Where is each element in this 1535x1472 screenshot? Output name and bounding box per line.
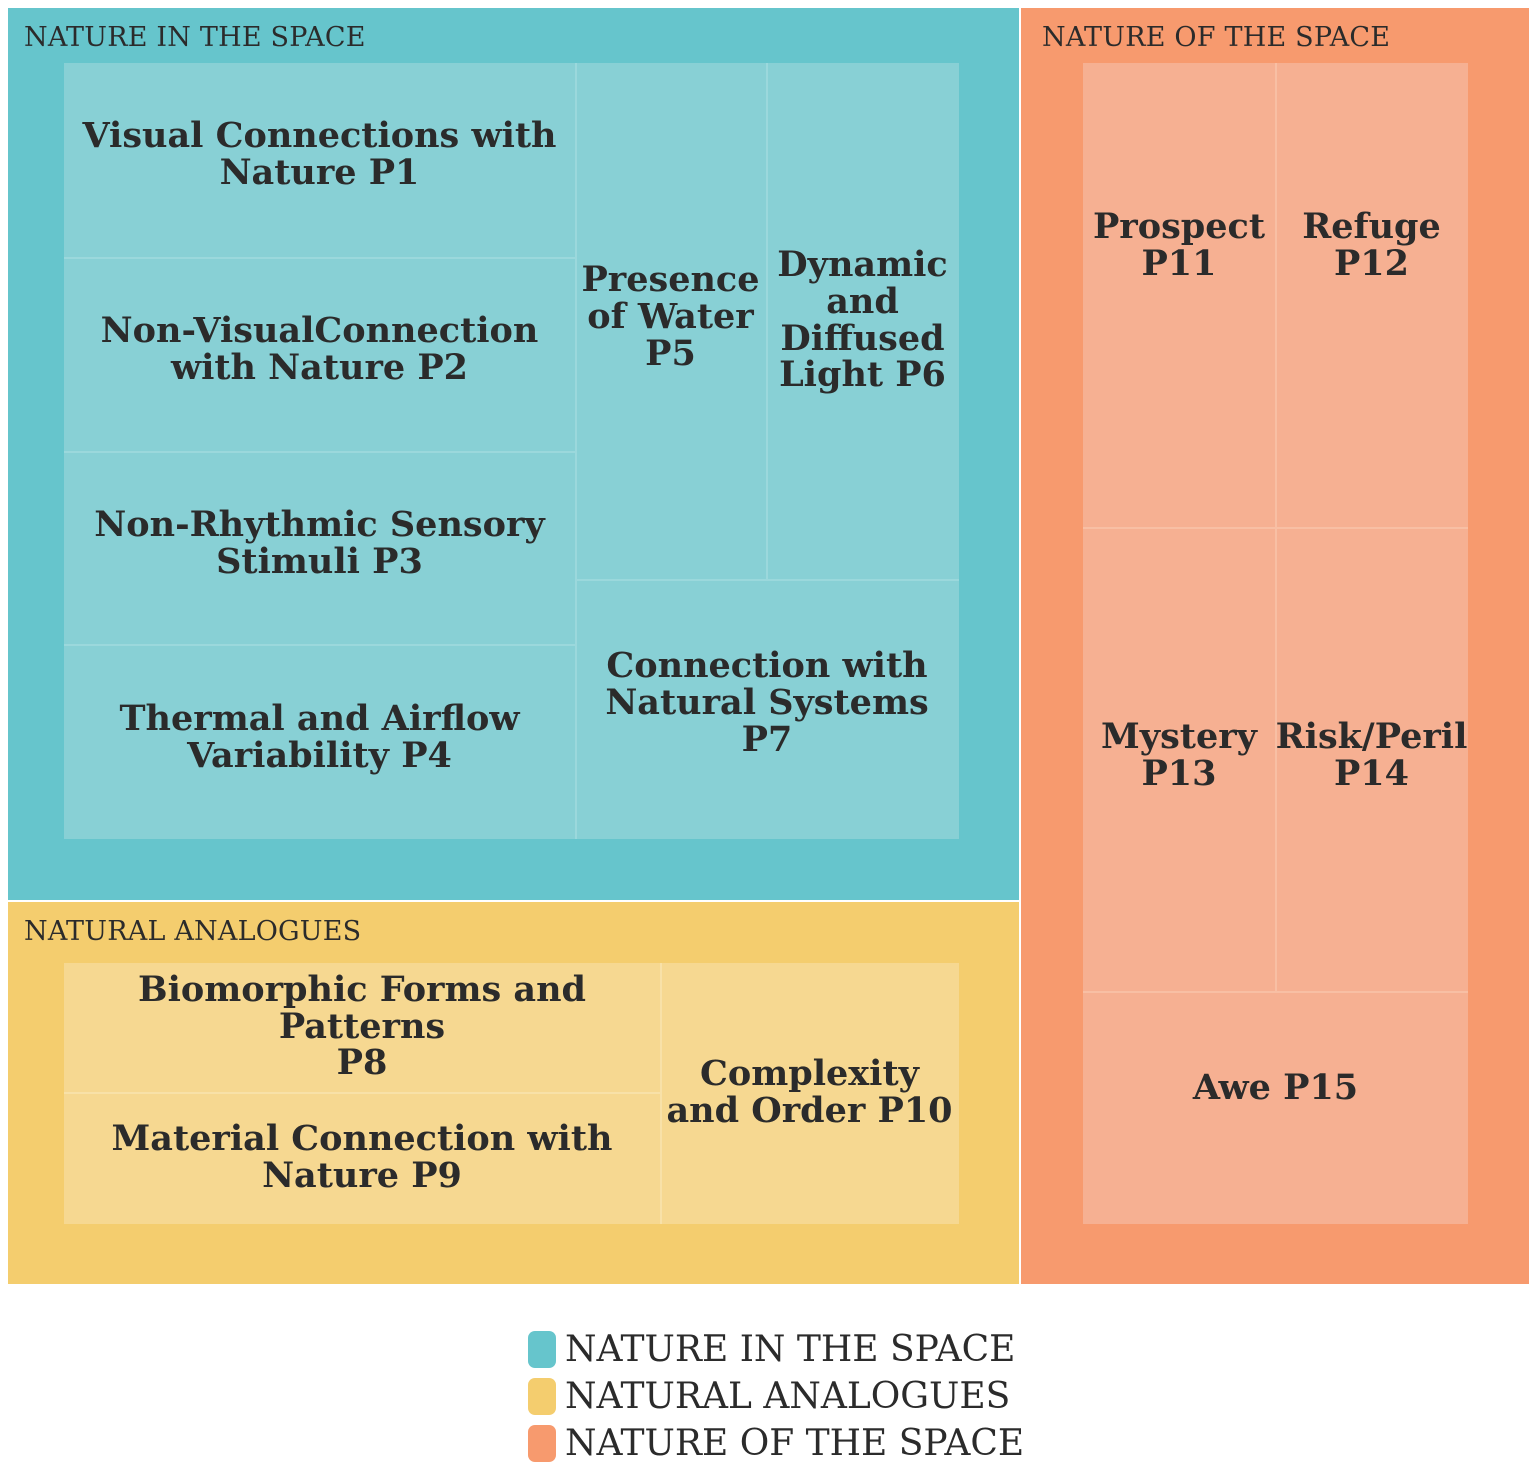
pattern-label-p9: Material Connection with Nature P9 bbox=[111, 1117, 613, 1196]
legend-swatch bbox=[528, 1378, 556, 1415]
pattern-cell-p15: Awe P15 bbox=[1083, 992, 1468, 1224]
pattern-label-p15: Awe P15 bbox=[1192, 1066, 1359, 1108]
pattern-cell-p2: Non-VisualConnection with Nature P2 bbox=[64, 257, 575, 451]
pattern-label-p8: Biomorphic Forms and Patterns P8 bbox=[138, 968, 586, 1084]
cell-divider bbox=[575, 579, 959, 581]
pattern-label-p1: Visual Connections with Nature P1 bbox=[82, 115, 557, 193]
pattern-cell-p9: Material Connection with Nature P9 bbox=[64, 1093, 660, 1224]
pattern-label-p2: Non-VisualConnection with Nature P2 bbox=[100, 310, 539, 388]
cell-divider bbox=[575, 63, 577, 839]
group-label-natural-analogues: NATURAL ANALOGUES bbox=[24, 916, 362, 947]
pattern-label-p5: Presence of Water P5 bbox=[581, 259, 760, 374]
pattern-label-p13: Mystery P13 bbox=[1101, 716, 1257, 794]
legend: NATURE IN THE SPACE NATURAL ANALOGUES NA… bbox=[528, 1326, 1024, 1467]
pattern-label-p3: Non-Rhythmic Sensory Stimuli P3 bbox=[94, 503, 545, 582]
pattern-label-p6: Dynamic and Diffused Light P6 bbox=[777, 244, 948, 396]
group-natural-analogues: NATURAL ANALOGUES Biomorphic Forms and P… bbox=[8, 902, 1019, 1284]
legend-item-natural-analogues: NATURAL ANALOGUES bbox=[528, 1373, 1024, 1420]
legend-swatch bbox=[528, 1331, 556, 1368]
pattern-cell-p5: Presence of Water P5 bbox=[575, 63, 766, 580]
group-nature-of-the-space: NATURE OF THE SPACE Prospect P11 Refuge … bbox=[1021, 8, 1529, 1284]
legend-item-nature-in-the-space: NATURE IN THE SPACE bbox=[528, 1326, 1024, 1373]
legend-label: NATURE OF THE SPACE bbox=[565, 1423, 1025, 1464]
pattern-cell-p12: Refuge P12 bbox=[1275, 63, 1468, 528]
cell-divider bbox=[64, 1092, 660, 1094]
pattern-cell-p8: Biomorphic Forms and Patterns P8 bbox=[64, 963, 660, 1093]
legend-label: NATURE IN THE SPACE bbox=[565, 1329, 1016, 1370]
cell-divider bbox=[766, 63, 768, 580]
pattern-cell-p4: Thermal and Airflow Variability P4 bbox=[64, 644, 575, 839]
pattern-cell-p14: Risk/Peril P14 bbox=[1275, 528, 1468, 992]
legend-item-nature-of-the-space: NATURE OF THE SPACE bbox=[528, 1420, 1024, 1467]
pattern-label-p11: Prospect P11 bbox=[1092, 205, 1266, 284]
cell-divider bbox=[660, 963, 662, 1224]
cell-divider bbox=[64, 451, 575, 453]
pattern-cell-p1: Visual Connections with Nature P1 bbox=[64, 63, 575, 257]
pattern-label-p10: Complexity and Order P10 bbox=[666, 1052, 953, 1131]
cell-divider bbox=[64, 257, 575, 259]
pattern-cell-p13: Mystery P13 bbox=[1083, 528, 1275, 992]
pattern-cell-p6: Dynamic and Diffused Light P6 bbox=[766, 63, 959, 580]
legend-label: NATURAL ANALOGUES bbox=[565, 1376, 1011, 1417]
cell-divider bbox=[64, 644, 575, 646]
pattern-label-p7: Connection with Natural Systems P7 bbox=[605, 645, 929, 760]
group-nature-in-the-space: NATURE IN THE SPACE Visual Connections w… bbox=[8, 8, 1019, 900]
pattern-label-p4: Thermal and Airflow Variability P4 bbox=[119, 697, 520, 776]
pattern-cell-p11: Prospect P11 bbox=[1083, 63, 1275, 528]
pattern-cell-p7: Connection with Natural Systems P7 bbox=[575, 580, 959, 839]
pattern-cell-p10: Complexity and Order P10 bbox=[660, 963, 959, 1224]
cell-divider bbox=[1083, 991, 1468, 993]
cell-divider bbox=[1083, 527, 1468, 529]
legend-swatch bbox=[528, 1425, 556, 1462]
pattern-label-p12: Refuge P12 bbox=[1302, 205, 1441, 284]
group-label-nature-of-the-space: NATURE OF THE SPACE bbox=[1042, 22, 1391, 53]
group-label-nature-in-the-space: NATURE IN THE SPACE bbox=[24, 22, 366, 53]
pattern-label-p14: Risk/Peril P14 bbox=[1275, 716, 1468, 794]
pattern-cell-p3: Non-Rhythmic Sensory Stimuli P3 bbox=[64, 451, 575, 644]
